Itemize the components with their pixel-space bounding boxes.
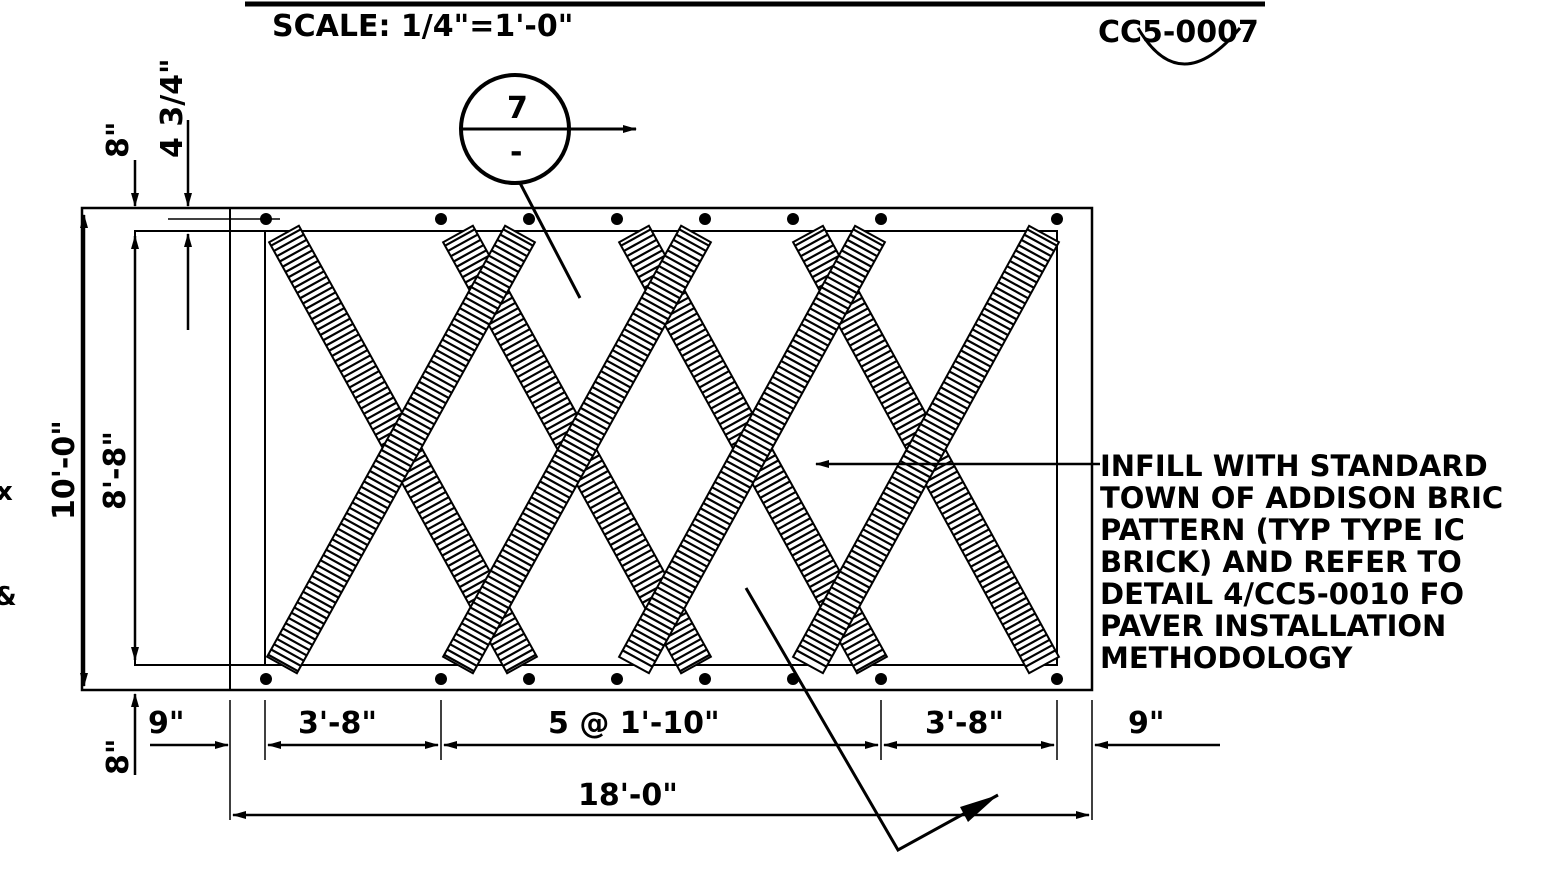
dim-bottom-offset: 8" — [101, 738, 136, 775]
anchor-dot — [435, 213, 447, 225]
edge-mark-2: & — [0, 582, 17, 612]
anchor-dot — [699, 673, 711, 685]
dim-overall-width: 18'-0" — [578, 778, 678, 813]
anchor-dots — [260, 213, 1063, 685]
section-marker[interactable]: 7 - — [461, 75, 637, 183]
anchor-dot — [260, 673, 272, 685]
infill-note: INFILL WITH STANDARD TOWN OF ADDISON BRI… — [1100, 449, 1503, 675]
section-marker-number: 7 — [507, 91, 528, 126]
brick-band — [619, 226, 885, 673]
dim-middle-segment: 5 @ 1'-10" — [548, 706, 720, 741]
note-line-3: PATTERN (TYP TYPE IC — [1100, 513, 1465, 547]
anchor-dot — [1051, 213, 1063, 225]
anchor-dot — [523, 213, 535, 225]
anchor-dot — [699, 213, 711, 225]
edge-mark-1: x — [0, 477, 13, 507]
section-leader-line — [520, 183, 580, 298]
brick-band — [267, 226, 535, 673]
note-line-7: METHODOLOGY — [1100, 641, 1353, 675]
dim-left-segment: 3'-8" — [298, 706, 377, 741]
dim-left-margin: 9" — [148, 706, 185, 741]
dim-inner-height: 8'-8" — [98, 431, 133, 510]
dim-right-margin: 9" — [1128, 706, 1165, 741]
brick-band — [443, 226, 711, 673]
dim-overall-height: 10'-0" — [47, 420, 82, 520]
dim-top-inset: 4 3/4" — [155, 58, 190, 158]
anchor-dot — [611, 673, 623, 685]
bottom-section-leader-head — [960, 795, 998, 822]
note-line-1: INFILL WITH STANDARD — [1100, 449, 1488, 483]
dim-top-offset: 8" — [101, 121, 136, 158]
anchor-dot — [523, 673, 535, 685]
note-line-5: DETAIL 4/CC5-0010 FO — [1100, 577, 1464, 611]
anchor-dot — [1051, 673, 1063, 685]
anchor-dot — [875, 673, 887, 685]
brick-band — [793, 226, 1059, 673]
anchor-dot — [787, 213, 799, 225]
scale-label: SCALE: 1/4"=1'-0" — [272, 9, 573, 44]
brick-bands — [267, 226, 1059, 673]
section-marker-sheet: - — [510, 135, 522, 170]
sheet-reference-arc — [1138, 28, 1240, 64]
sheet-reference: CC5-0007 — [1098, 15, 1259, 50]
note-line-6: PAVER INSTALLATION — [1100, 609, 1446, 643]
note-line-2: TOWN OF ADDISON BRIC — [1100, 481, 1503, 515]
anchor-dot — [875, 213, 887, 225]
anchor-dot — [611, 213, 623, 225]
anchor-dot — [435, 673, 447, 685]
note-line-4: BRICK) AND REFER TO — [1100, 545, 1462, 579]
dim-right-segment: 3'-8" — [925, 706, 1004, 741]
